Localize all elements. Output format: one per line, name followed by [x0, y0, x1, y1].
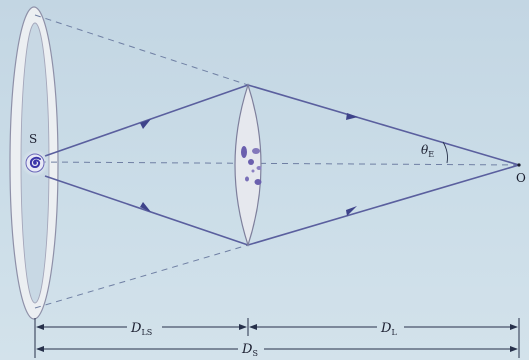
- lens-galaxy: [252, 148, 260, 154]
- lens-galaxy: [248, 159, 254, 165]
- source-galaxy: [21, 149, 49, 177]
- source-label: S: [29, 132, 37, 146]
- lens-galaxy: [257, 166, 262, 170]
- observer-point: [517, 163, 520, 166]
- lens-galaxy: [241, 146, 247, 158]
- observer-label: O: [516, 171, 526, 185]
- lens-galaxy: [255, 179, 262, 185]
- lens-galaxy: [245, 177, 249, 182]
- lens-galaxy: [252, 170, 255, 173]
